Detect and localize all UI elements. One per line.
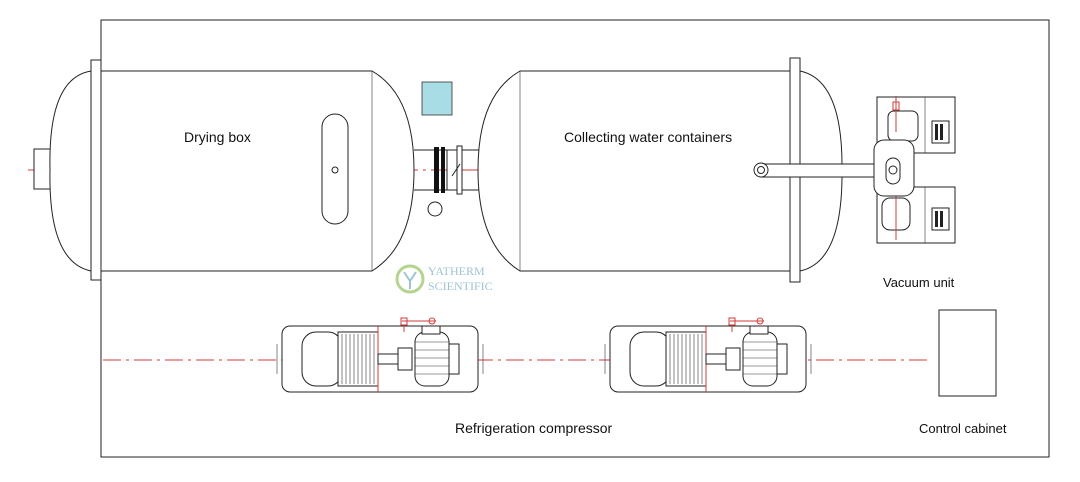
watermark-logo: YATHERM SCIENTIFIC	[395, 264, 493, 294]
drain-port	[427, 201, 443, 217]
label-control-cabinet: Control cabinet	[919, 421, 1007, 436]
label-collecting-water-containers: Collecting water containers	[564, 129, 732, 145]
refrigeration-compressor-1	[276, 317, 484, 393]
refrigeration-compressor-2	[604, 317, 812, 393]
label-vacuum-unit: Vacuum unit	[883, 275, 955, 290]
label-drying-box: Drying box	[184, 129, 251, 145]
connecting-valve	[414, 145, 482, 217]
watermark-line2: SCIENTIFIC	[428, 279, 493, 293]
vacuum-unit	[873, 96, 956, 244]
indicator-square	[421, 81, 453, 116]
drying-box	[33, 59, 415, 281]
control-cabinet	[938, 309, 997, 397]
watermark-line1: YATHERM	[428, 264, 485, 278]
label-refrigeration-compressor: Refrigeration compressor	[455, 420, 613, 436]
collecting-water-container	[477, 57, 883, 283]
